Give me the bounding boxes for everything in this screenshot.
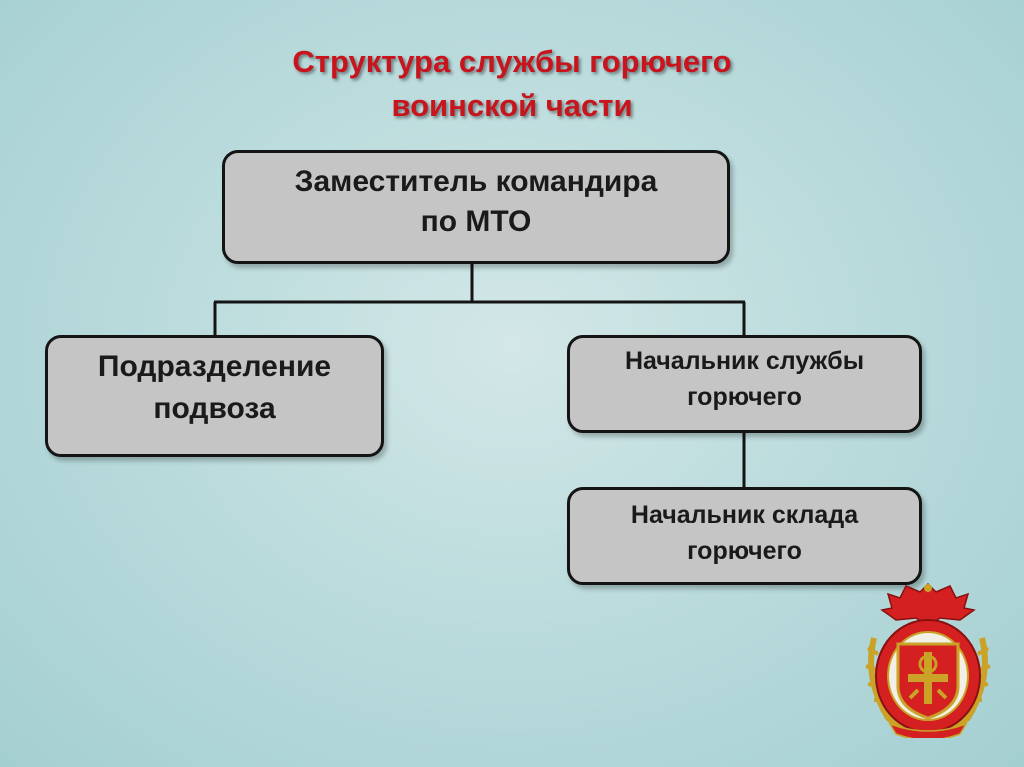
node-transport-line-2: подвоза	[153, 392, 276, 425]
diagram-title: Структура службы горючего воинской части	[212, 40, 812, 128]
node-depot-chief-line-2: горючего	[687, 537, 802, 565]
node-fuel-chief-line-2: горючего	[687, 383, 802, 411]
diagram-title-line-2: воинской части	[391, 88, 633, 123]
node-deputy-commander: Заместитель командира по МТО	[222, 150, 730, 264]
node-depot-chief-line-1: Начальник склада	[630, 501, 859, 529]
node-transport-unit: Подразделение подвоза	[45, 335, 384, 457]
node-deputy-line-1: Заместитель командира	[294, 165, 658, 198]
node-transport-line-1: Подразделение	[97, 350, 332, 383]
node-deputy-line-2: по МТО	[420, 205, 532, 238]
fuel-service-emblem-icon	[865, 582, 991, 738]
node-fuel-service-chief: Начальник службы горючего	[567, 335, 922, 433]
node-fuel-chief-line-1: Начальник службы	[624, 347, 865, 375]
node-fuel-depot-chief: Начальник склада горючего	[567, 487, 922, 585]
diagram-title-line-1: Структура службы горючего	[292, 44, 732, 79]
